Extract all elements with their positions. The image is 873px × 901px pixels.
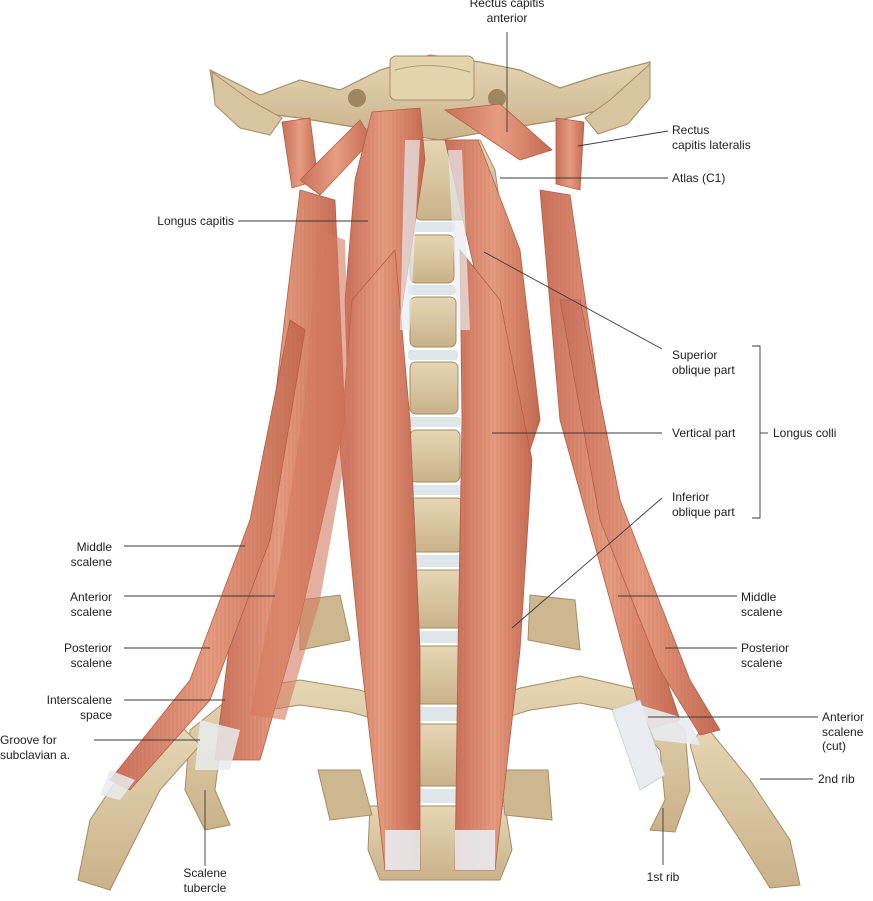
label-vertical-part: Vertical part <box>672 426 736 440</box>
label-superior-oblique-part: Superior oblique part <box>672 348 735 377</box>
label-middle-scalene-right: Middle scalene <box>741 590 783 619</box>
label-scalene-tubercle: Scalene tubercle <box>183 866 227 895</box>
label-groove-subclavian: Groove for subclavian a. <box>0 733 71 762</box>
label-posterior-scalene-right: Posterior scalene <box>741 641 790 670</box>
label-longus-colli: Longus colli <box>773 426 837 440</box>
label-atlas: Atlas (C1) <box>672 171 726 185</box>
label-interscalene-space: Interscalene space <box>46 693 112 722</box>
label-rectus-capitis-anterior: Rectus capitis anterior <box>469 0 545 25</box>
label-anterior-scalene-left: Anterior scalene <box>69 590 112 619</box>
label-first-rib: 1st rib <box>646 870 680 884</box>
label-second-rib: 2nd rib <box>818 772 855 786</box>
label-rectus-capitis-lateralis: Rectus capitis lateralis <box>672 123 751 152</box>
label-posterior-scalene-left: Posterior scalene <box>63 641 112 670</box>
label-longus-capitis: Longus capitis <box>157 214 234 228</box>
label-anterior-scalene-cut: Anterior scalene (cut) <box>822 710 865 753</box>
leader-lines <box>94 32 818 866</box>
skull-base <box>209 54 651 141</box>
muscles <box>100 103 721 871</box>
label-middle-scalene-left: Middle scalene <box>70 540 112 569</box>
label-inferior-oblique-part: Inferior oblique part <box>672 490 735 519</box>
